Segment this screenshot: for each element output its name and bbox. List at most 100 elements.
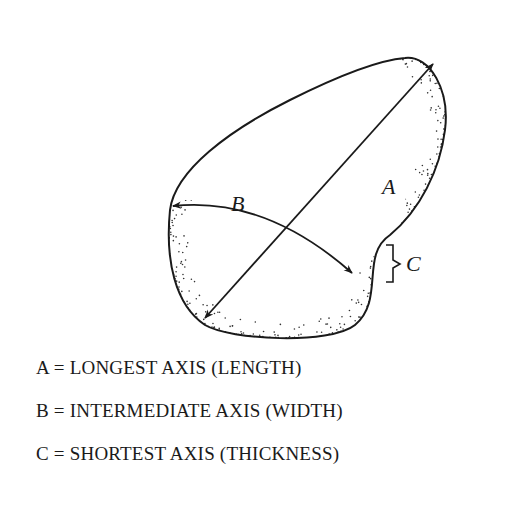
stipple-dot xyxy=(233,121,235,123)
stipple-dot xyxy=(321,345,323,347)
stipple-dot xyxy=(342,328,344,330)
stipple-dot xyxy=(212,323,214,325)
stipple-dot xyxy=(327,68,329,70)
stipple-dot xyxy=(374,284,376,286)
stipple-dot xyxy=(211,161,213,163)
stipple-dot xyxy=(161,190,163,192)
stipple-dot xyxy=(163,235,165,237)
stipple-dot xyxy=(216,136,218,138)
stipple-dot xyxy=(406,237,408,239)
stipple-dot xyxy=(255,123,257,125)
stipple-dot xyxy=(285,107,287,109)
stipple-dot xyxy=(367,296,369,298)
stipple-dot xyxy=(373,67,375,69)
stipple-dot xyxy=(189,192,191,194)
stipple-dot xyxy=(448,89,450,91)
stipple-dot xyxy=(297,104,299,106)
stipple-dot xyxy=(404,226,406,228)
stipple-dot xyxy=(384,47,386,49)
stipple-dot xyxy=(341,339,343,341)
stipple-dot xyxy=(391,223,393,225)
stipple-dot xyxy=(373,251,375,253)
stipple-dot xyxy=(334,68,336,70)
stipple-dot xyxy=(196,313,198,315)
stipple-dot xyxy=(392,290,394,292)
stipple-dot xyxy=(201,185,203,187)
stipple-dot xyxy=(213,159,215,161)
stipple-dot xyxy=(456,148,458,150)
stipple-dot xyxy=(324,95,326,97)
stipple-dot xyxy=(384,63,386,65)
stipple-dot xyxy=(222,336,224,338)
stipple-dot xyxy=(182,312,184,314)
stipple-dot xyxy=(218,334,220,336)
thickness-bracket xyxy=(386,245,400,282)
stipple-dot xyxy=(425,40,427,42)
stipple-dot xyxy=(335,93,337,95)
stipple-dot xyxy=(284,91,286,93)
stipple-dot xyxy=(232,325,234,327)
stipple-dot xyxy=(253,333,255,335)
stipple-dot xyxy=(375,61,377,63)
stipple-dot xyxy=(223,335,225,337)
stipple-dot xyxy=(250,124,252,126)
stipple-dot xyxy=(249,352,251,354)
stipple-dot xyxy=(316,331,318,333)
stipple-dot xyxy=(437,120,439,122)
stipple-dot xyxy=(188,290,190,292)
stipple-dot xyxy=(376,73,378,75)
stipple-dot xyxy=(440,175,442,177)
stipple-dot xyxy=(339,323,341,325)
stipple-dot xyxy=(448,90,450,92)
stipple-dot xyxy=(175,271,177,273)
stipple-dot xyxy=(440,158,442,160)
stipple-dot xyxy=(211,333,213,335)
stipple-dot xyxy=(180,262,182,264)
stipple-dot xyxy=(443,115,445,117)
stipple-dot xyxy=(386,63,388,65)
stipple-dot xyxy=(165,226,167,228)
stipple-dot xyxy=(336,329,338,331)
stipple-dot xyxy=(182,264,184,266)
stipple-dot xyxy=(404,41,406,43)
stipple-dot xyxy=(419,172,421,174)
stipple-dot xyxy=(433,47,435,49)
stipple-dot xyxy=(276,110,278,112)
stipple-dot xyxy=(289,336,291,338)
stipple-dot xyxy=(240,142,242,144)
stipple-dot xyxy=(206,334,208,336)
stipple-dot xyxy=(364,233,366,235)
stipple-dot xyxy=(315,84,317,86)
stipple-dot xyxy=(379,295,381,297)
stipple-dot xyxy=(354,58,356,60)
stipple-dot xyxy=(213,133,215,135)
stipple-dot xyxy=(159,256,161,258)
stipple-dot xyxy=(208,143,210,145)
stipple-dot xyxy=(358,80,360,82)
stipple-dot xyxy=(429,78,431,80)
stipple-dot xyxy=(431,96,433,98)
stipple-dot xyxy=(353,73,355,75)
stipple-dot xyxy=(186,246,188,248)
stipple-dot xyxy=(213,158,215,160)
stipple-dot xyxy=(294,341,296,343)
stipple-dot xyxy=(167,266,169,268)
stipple-dot xyxy=(169,184,171,186)
stipple-dot xyxy=(436,82,438,84)
stipple-dot xyxy=(439,107,441,109)
stipple-texture xyxy=(153,40,458,359)
stipple-dot xyxy=(358,266,360,268)
stipple-dot xyxy=(217,312,219,314)
stipple-dot xyxy=(166,277,168,279)
stipple-dot xyxy=(177,196,179,198)
stipple-dot xyxy=(370,278,372,280)
stipple-dot xyxy=(368,247,370,249)
stipple-dot xyxy=(164,246,166,248)
stipple-dot xyxy=(421,214,423,216)
stipple-dot xyxy=(253,122,255,124)
stipple-dot xyxy=(451,73,453,75)
stipple-dot xyxy=(438,74,440,76)
stipple-dot xyxy=(173,240,175,242)
stipple-dot xyxy=(180,162,182,164)
stipple-dot xyxy=(219,152,221,154)
